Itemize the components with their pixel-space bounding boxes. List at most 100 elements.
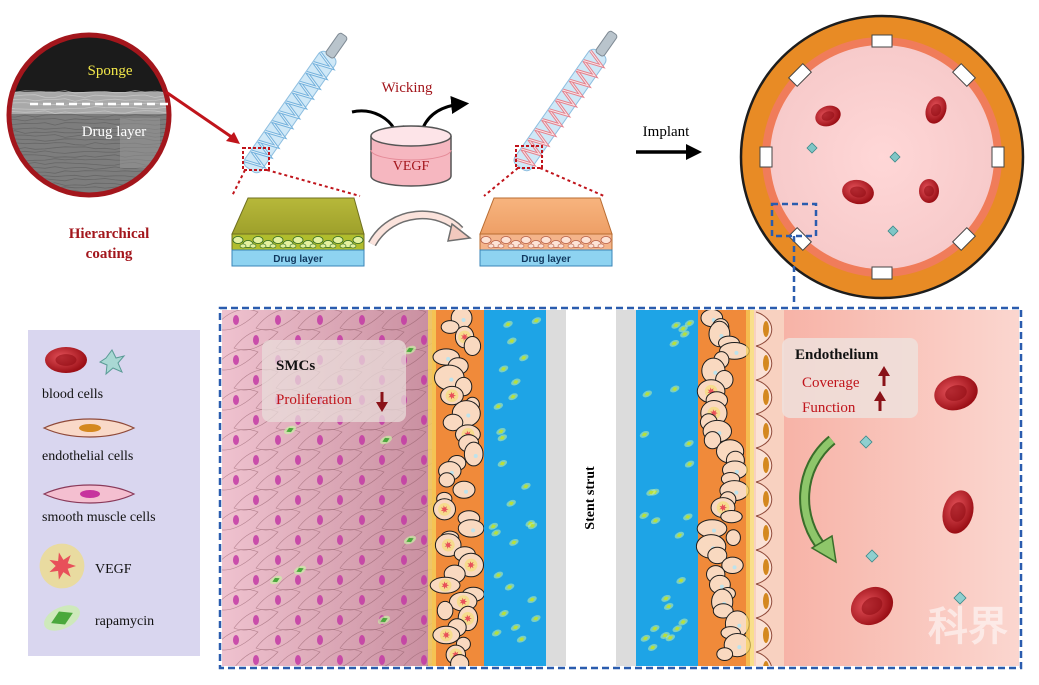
smc-nucleus [421, 415, 427, 425]
coating-pore [457, 519, 485, 538]
drug-rapamycin-particle [516, 635, 527, 643]
drug-rapamycin-particle [527, 522, 538, 530]
smc-cell [359, 529, 405, 551]
smc-nucleus [359, 435, 365, 445]
smc-rapamycin [404, 535, 416, 545]
vessel-blood-cell [842, 179, 874, 205]
stent-strut-highlight [292, 81, 313, 99]
stent-strut [566, 310, 616, 666]
pore-dot [463, 489, 468, 494]
smc-cell [317, 569, 363, 591]
sem-texture-line [9, 114, 169, 118]
smc-rapamycin [270, 575, 282, 585]
smc-cell [319, 649, 363, 666]
sheet-pore [600, 236, 612, 244]
smc-rapamycin [294, 565, 306, 575]
smc-nucleus [233, 475, 239, 485]
coating-caption-line1: Hierarchical [69, 226, 150, 242]
sheet1-drug-layer-label: Drug layer [273, 254, 323, 265]
drug-rapamycin-particle [660, 632, 670, 639]
sem-texture-line [9, 98, 169, 102]
smc-cell [233, 569, 279, 591]
sheet-pore [249, 243, 257, 249]
smc-nucleus [421, 455, 427, 465]
sem-pointer-arrowhead [226, 132, 240, 144]
stent-strut-highlight [285, 91, 306, 109]
drug-rapamycin-particle [684, 460, 695, 468]
drug-rapamycin-particle [639, 512, 649, 519]
vessel-vegf-particle [806, 142, 818, 154]
stent-strut-highlight [251, 140, 272, 158]
vessel-strut [871, 266, 893, 280]
vessel-strut [951, 62, 977, 88]
drug-rapamycin-particle [497, 434, 508, 442]
sheet-pore [480, 236, 492, 244]
sheet-pore [289, 243, 297, 249]
coating-pore [463, 441, 484, 467]
drug-rapamycin-particle [504, 583, 515, 591]
legend-label-vegf: VEGF [95, 562, 132, 577]
drug-rapamycin-particle [646, 488, 656, 496]
smc-cell [222, 349, 259, 371]
smc-cell [359, 489, 405, 511]
smc-nucleus [295, 495, 301, 505]
stent-strut-highlight [244, 150, 265, 168]
vegf-dish: VEGF [370, 125, 452, 187]
sheet-pore [292, 236, 304, 244]
sheet-pore [279, 243, 287, 249]
smc-nucleus [421, 535, 427, 545]
smc-cell [361, 649, 405, 666]
sheet-pore [272, 236, 284, 244]
drug-rapamycin-particle [527, 596, 537, 604]
sheet-pore [537, 243, 545, 249]
smc-nucleus [233, 555, 239, 565]
smc-nucleus [233, 435, 239, 445]
coating-pore [436, 600, 454, 621]
smc-effect: Proliferation [276, 392, 352, 408]
lumen-blood-cell [942, 490, 974, 534]
endothelium-effect-function: Function [802, 400, 856, 416]
sheet-pore [309, 243, 317, 249]
drug-rapamycin-particle [678, 325, 688, 333]
smc-cell [222, 310, 259, 331]
endothelial-nucleus [763, 661, 769, 666]
smc-cell [317, 609, 363, 631]
smc-nucleus [359, 555, 365, 565]
drug-rapamycin-particle [680, 330, 690, 338]
vegf-migration-arrow [801, 437, 835, 553]
smc-cell [222, 549, 259, 571]
vessel-cross-section [739, 14, 1025, 306]
sheet-pore [497, 243, 505, 249]
smc-nucleus [337, 615, 343, 625]
vessel-strut [991, 146, 1005, 168]
smc-nucleus [401, 635, 407, 645]
drug-rapamycin-particle [684, 319, 695, 327]
stent-coated [231, 32, 361, 197]
pore-vegf [464, 558, 478, 572]
endothelial-nucleus [763, 491, 769, 507]
smc-nucleus [359, 315, 365, 325]
drug-rapamycin-particle [678, 618, 688, 626]
pore-dot [732, 565, 737, 570]
smc-cell [275, 529, 321, 551]
sheet-pore [339, 243, 347, 249]
drug-rapamycin-particle [531, 317, 542, 325]
sheet-pore [299, 243, 307, 249]
smc-nucleus [317, 435, 323, 445]
smc-nucleus [337, 455, 343, 465]
drug-rapamycin-particle [509, 538, 519, 546]
coating-pore [463, 336, 482, 356]
coating-sheet-before: Drug layer [231, 197, 365, 267]
smc-cell [275, 449, 321, 471]
drug-rapamycin-particle [684, 440, 694, 448]
sem-pointer-arrow [165, 90, 237, 142]
smc-nucleus [253, 415, 259, 425]
drug-rapamycin-particle [493, 402, 504, 410]
vessel-strut [951, 226, 977, 252]
pore-vegf [439, 628, 453, 642]
legend-label-endothelial-cells: endothelial cells [42, 449, 133, 464]
endothelial-nucleus [763, 457, 769, 473]
stent-strut-highlight [258, 131, 279, 148]
smc-nucleus [295, 615, 301, 625]
vessel-strut [759, 146, 773, 168]
